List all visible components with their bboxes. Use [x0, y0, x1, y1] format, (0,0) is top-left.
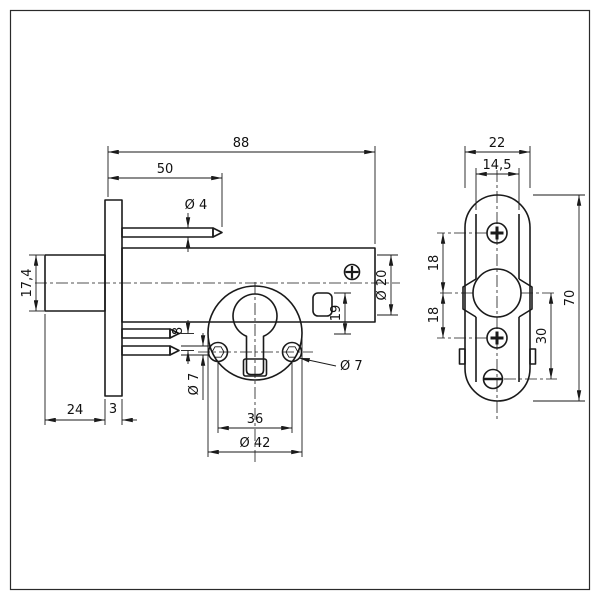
hex-socket-left-icon — [211, 346, 225, 358]
dim-plate-width-label: 22 — [489, 136, 506, 151]
dim-notch-height: 19 — [329, 292, 351, 335]
dim-notch-height-label: 19 — [329, 305, 344, 322]
dim-screw-dia: Ø 7 — [298, 357, 363, 374]
rosette-screw-left — [207, 341, 229, 363]
dim-top-screw-spacing-label: 18 — [427, 255, 442, 272]
dim-lower-spacing: 30 — [504, 292, 557, 380]
hex-socket-right-icon — [285, 346, 299, 358]
drawing-border — [9, 9, 591, 591]
rod-lower-b-tip — [169, 345, 180, 356]
dim-bolt-height: 17,4 — [20, 254, 44, 312]
dim-body-width-label: 14,5 — [483, 158, 512, 173]
main-view: 88 50 Ø 4 17,4 Ø 20 — [20, 136, 400, 462]
dim-screw-spacing-label: 36 — [247, 412, 264, 427]
dim-rod-offset: 8 — [171, 320, 194, 364]
dim-plate-height-label: 70 — [563, 290, 578, 307]
cylinder-cam — [242, 358, 268, 377]
dim-screw-spacings-left: 18 18 — [427, 232, 487, 339]
mounting-rod-lower-b — [121, 345, 171, 356]
dim-rosette-dia-label: Ø 42 — [240, 436, 271, 451]
dim-bolt-dia: Ø 20 — [375, 254, 398, 316]
euro-cylinder-profile — [232, 293, 278, 376]
dim-rod-bottom-dia-label: Ø 7 — [187, 373, 202, 396]
mounting-rod-top — [121, 227, 214, 238]
collar-tab-right — [518, 278, 533, 318]
dim-bolt-projection: 24 3 — [44, 314, 137, 425]
dim-bolt-projection-label: 24 — [67, 403, 84, 418]
dim-rod-top-dia-label: Ø 4 — [185, 198, 208, 213]
side-view: 22 14,5 18 18 30 — [427, 136, 585, 420]
faceplate — [104, 199, 123, 397]
side-lug-right — [529, 348, 537, 365]
dim-lower-spacing-label: 30 — [535, 328, 550, 345]
dim-total-length-label: 88 — [233, 136, 250, 151]
lock-case — [121, 247, 376, 323]
dim-screw-spacing: 36 — [217, 363, 293, 433]
rod-top-tip — [212, 227, 223, 238]
slotted-screw — [482, 368, 504, 390]
dim-rod-offset-label: 8 — [171, 327, 186, 335]
case-notch — [312, 292, 333, 317]
collar-tab-left — [462, 278, 477, 318]
rod-lower-a-tip — [169, 328, 180, 339]
dim-rod-bottom-dia: Ø 7 — [181, 333, 209, 400]
case-screw — [343, 263, 361, 281]
rosette-screw-right — [281, 341, 303, 363]
dim-body-width: 14,5 — [475, 158, 520, 210]
dim-faceplate-thickness-label: 3 — [109, 402, 117, 417]
dim-rod-length-label: 50 — [157, 162, 174, 177]
dim-bolt-dia-label: Ø 20 — [375, 270, 390, 301]
escutcheon-plate — [464, 194, 531, 402]
dim-bolt-height-label: 17,4 — [20, 269, 35, 298]
dim-rosette-dia: Ø 42 — [207, 338, 303, 457]
side-lug-left — [458, 348, 466, 365]
dim-screw-dia-label: Ø 7 — [340, 359, 363, 374]
dim-bottom-screw-spacing-label: 18 — [427, 307, 442, 324]
rosette-circle — [207, 285, 303, 381]
dim-rod-length: 50 — [108, 162, 223, 227]
bolt — [44, 254, 106, 312]
dim-total-length: 88 — [107, 136, 376, 244]
mounting-rod-lower-a — [121, 328, 171, 339]
dim-rod-top-dia: Ø 4 — [185, 198, 208, 252]
dim-plate-width: 22 — [464, 136, 531, 188]
dim-plate-height: 70 — [533, 194, 585, 402]
